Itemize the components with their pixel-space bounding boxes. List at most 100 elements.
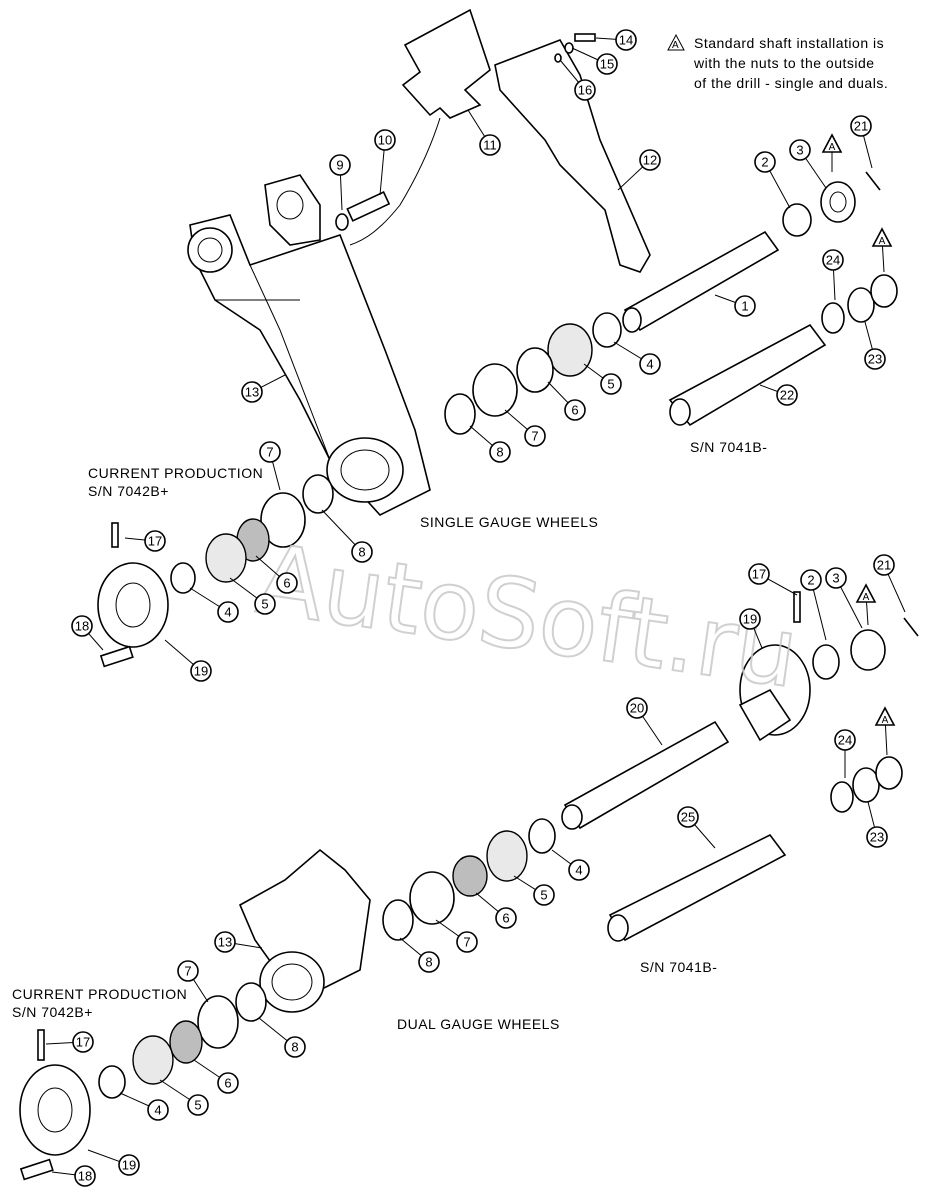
callout-circle	[259, 441, 281, 463]
callout-8: 8	[321, 509, 373, 563]
callout-number: 4	[154, 1103, 161, 1118]
bracket-part-11	[401, 8, 491, 119]
washer-part-2	[782, 203, 812, 237]
callout-number: 17	[752, 567, 766, 582]
callout-circle	[568, 859, 590, 881]
callout-circle	[74, 1165, 96, 1187]
callout-number: 21	[877, 558, 891, 573]
shaft-part-22	[668, 323, 827, 427]
shaft-part-1	[623, 230, 780, 332]
cone-part-6-dual-b	[169, 1020, 203, 1064]
callout-triangle-icon	[855, 583, 877, 603]
callout-4: 4	[189, 587, 239, 623]
bolt-part-10	[346, 191, 391, 222]
callout-number: 7	[184, 964, 191, 979]
callout-number: 8	[358, 545, 365, 560]
callout-circle	[574, 79, 596, 101]
callout-number: 25	[681, 810, 695, 825]
callout-8: 8	[469, 425, 511, 463]
callout-triangle-icon	[874, 706, 896, 726]
callout-number: 5	[261, 597, 268, 612]
callout-circle	[789, 139, 811, 161]
bolt-part-18-dual	[19, 1158, 54, 1181]
callout-number: 5	[540, 888, 547, 903]
callout-circle	[276, 572, 298, 594]
callout-number: 16	[578, 83, 592, 98]
callout-21: 21	[873, 554, 906, 613]
callout-circle	[329, 154, 351, 176]
callout-3: 3	[825, 567, 863, 629]
callout-circle	[241, 381, 263, 403]
callout-9: 9	[329, 154, 351, 211]
callout-circle	[351, 541, 373, 563]
callout-circle	[564, 399, 586, 421]
callout-circle	[639, 353, 661, 375]
callout-A: A	[821, 133, 843, 172]
installation-note: A Standard shaft installation is with th…	[667, 33, 888, 91]
dual-assembly-drawing	[19, 591, 919, 1181]
callout-number: 20	[630, 701, 644, 716]
callout-16: 16	[559, 59, 596, 101]
callout-circle	[217, 1072, 239, 1094]
callout-number: 11	[483, 138, 497, 153]
spacer-part-8	[444, 393, 476, 435]
callout-7: 7	[259, 441, 281, 491]
callout-18: 18	[51, 1165, 96, 1187]
callout-circle	[144, 530, 166, 552]
callout-number: 2	[807, 573, 814, 588]
hub-part-19-dual-left	[19, 1064, 91, 1156]
callout-circle	[800, 569, 822, 591]
callout-circle	[284, 1036, 306, 1058]
cone-part-4-dual-b	[98, 1065, 126, 1099]
nut-part-16	[554, 53, 562, 63]
callout-number: 6	[224, 1076, 231, 1091]
callout-10: 10	[374, 129, 396, 196]
heading-dual-gauge-wheels: DUAL GAUGE WHEELS	[397, 1016, 560, 1032]
callout-circle	[177, 960, 199, 982]
hose-line	[349, 117, 441, 246]
cup-part-7-dual-b	[197, 995, 239, 1049]
callout-circle	[677, 806, 699, 828]
callout-number: 8	[291, 1040, 298, 1055]
callout-circle	[866, 826, 888, 848]
callout-number: 21	[854, 119, 868, 134]
callout-number: A	[863, 592, 870, 603]
bolt-part-18	[99, 645, 134, 668]
callout-number: 4	[646, 357, 653, 372]
callout-23: 23	[864, 321, 886, 370]
callout-number: 12	[643, 153, 657, 168]
callout-5: 5	[229, 577, 276, 615]
callout-circle	[187, 1094, 209, 1116]
callout-triangle-icon	[821, 133, 843, 153]
callout-15: 15	[571, 47, 618, 75]
callout-number: 6	[283, 576, 290, 591]
callout-6: 6	[255, 555, 298, 594]
pin-part-21	[865, 171, 881, 191]
callout-22: 22	[759, 384, 798, 406]
sn-dual: S/N 7041B-	[640, 959, 717, 975]
callout-7: 7	[504, 409, 546, 447]
callout-circle	[739, 608, 761, 630]
sn-single: S/N 7041B-	[690, 439, 767, 455]
stud-part-17	[111, 522, 119, 548]
callout-7: 7	[435, 919, 478, 953]
watermark: AutoSoft.ru	[251, 523, 804, 710]
cup-part-7-dual	[409, 871, 455, 925]
callout-circle	[217, 601, 239, 623]
seal-part-5-dual-b	[132, 1035, 174, 1085]
callout-circle	[850, 115, 872, 137]
callout-5: 5	[513, 875, 555, 906]
callout-number: 9	[336, 158, 343, 173]
callout-number: 5	[607, 377, 614, 392]
callout-number: 3	[796, 143, 803, 158]
current-production-dual-line-2: S/N 7042B+	[12, 1004, 93, 1020]
callout-8: 8	[399, 937, 440, 973]
arm-hub-boss-dual	[259, 951, 325, 1013]
washer-part-15	[564, 42, 574, 54]
callout-24: 24	[822, 249, 844, 301]
callout-number: 4	[224, 605, 231, 620]
nut-part-3-dual	[850, 629, 886, 671]
current-production-single-line-2: S/N 7042B+	[88, 483, 169, 499]
callout-number: 18	[78, 1169, 92, 1184]
